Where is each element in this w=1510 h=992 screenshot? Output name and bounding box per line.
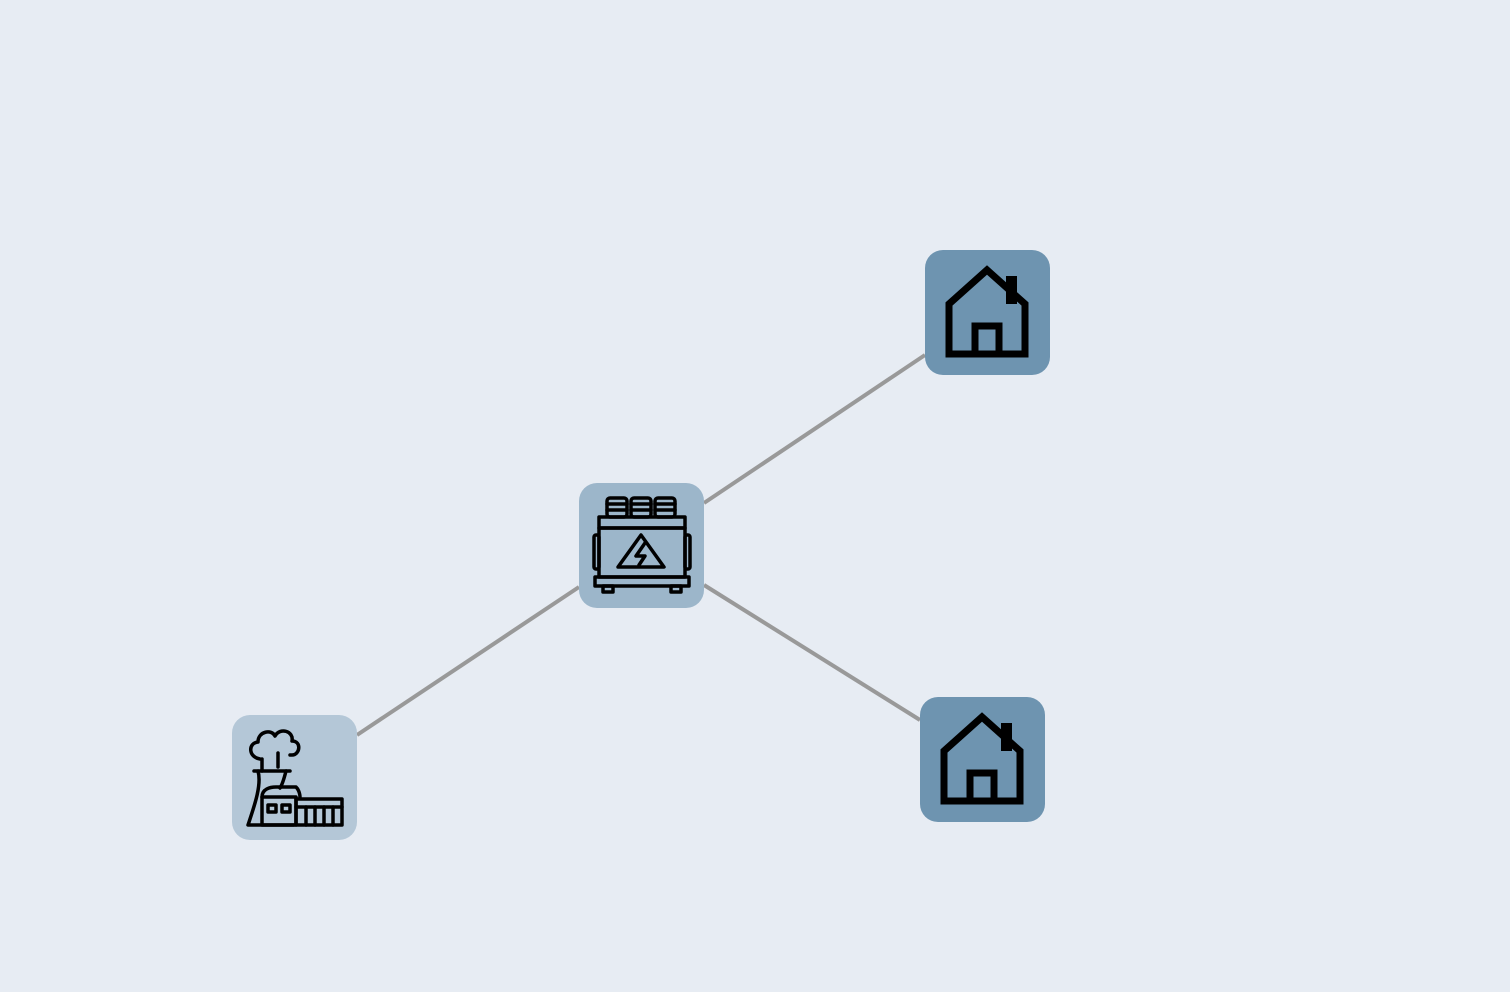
edges-layer (355, 353, 927, 737)
power-plant-icon (246, 729, 344, 827)
edge-power-plant-transformer (355, 585, 581, 737)
node-house-1[interactable] (925, 250, 1050, 375)
nodes-layer (232, 250, 1050, 840)
edge-transformer-house-1 (702, 353, 927, 505)
house-icon (940, 712, 1024, 805)
node-power-plant[interactable] (232, 715, 357, 840)
house-icon (945, 265, 1029, 358)
node-background (920, 697, 1045, 822)
edge-transformer-house-2 (702, 583, 922, 722)
node-house-2[interactable] (920, 697, 1045, 822)
node-transformer[interactable] (579, 483, 704, 608)
node-background (925, 250, 1050, 375)
transformer-icon (592, 496, 692, 594)
